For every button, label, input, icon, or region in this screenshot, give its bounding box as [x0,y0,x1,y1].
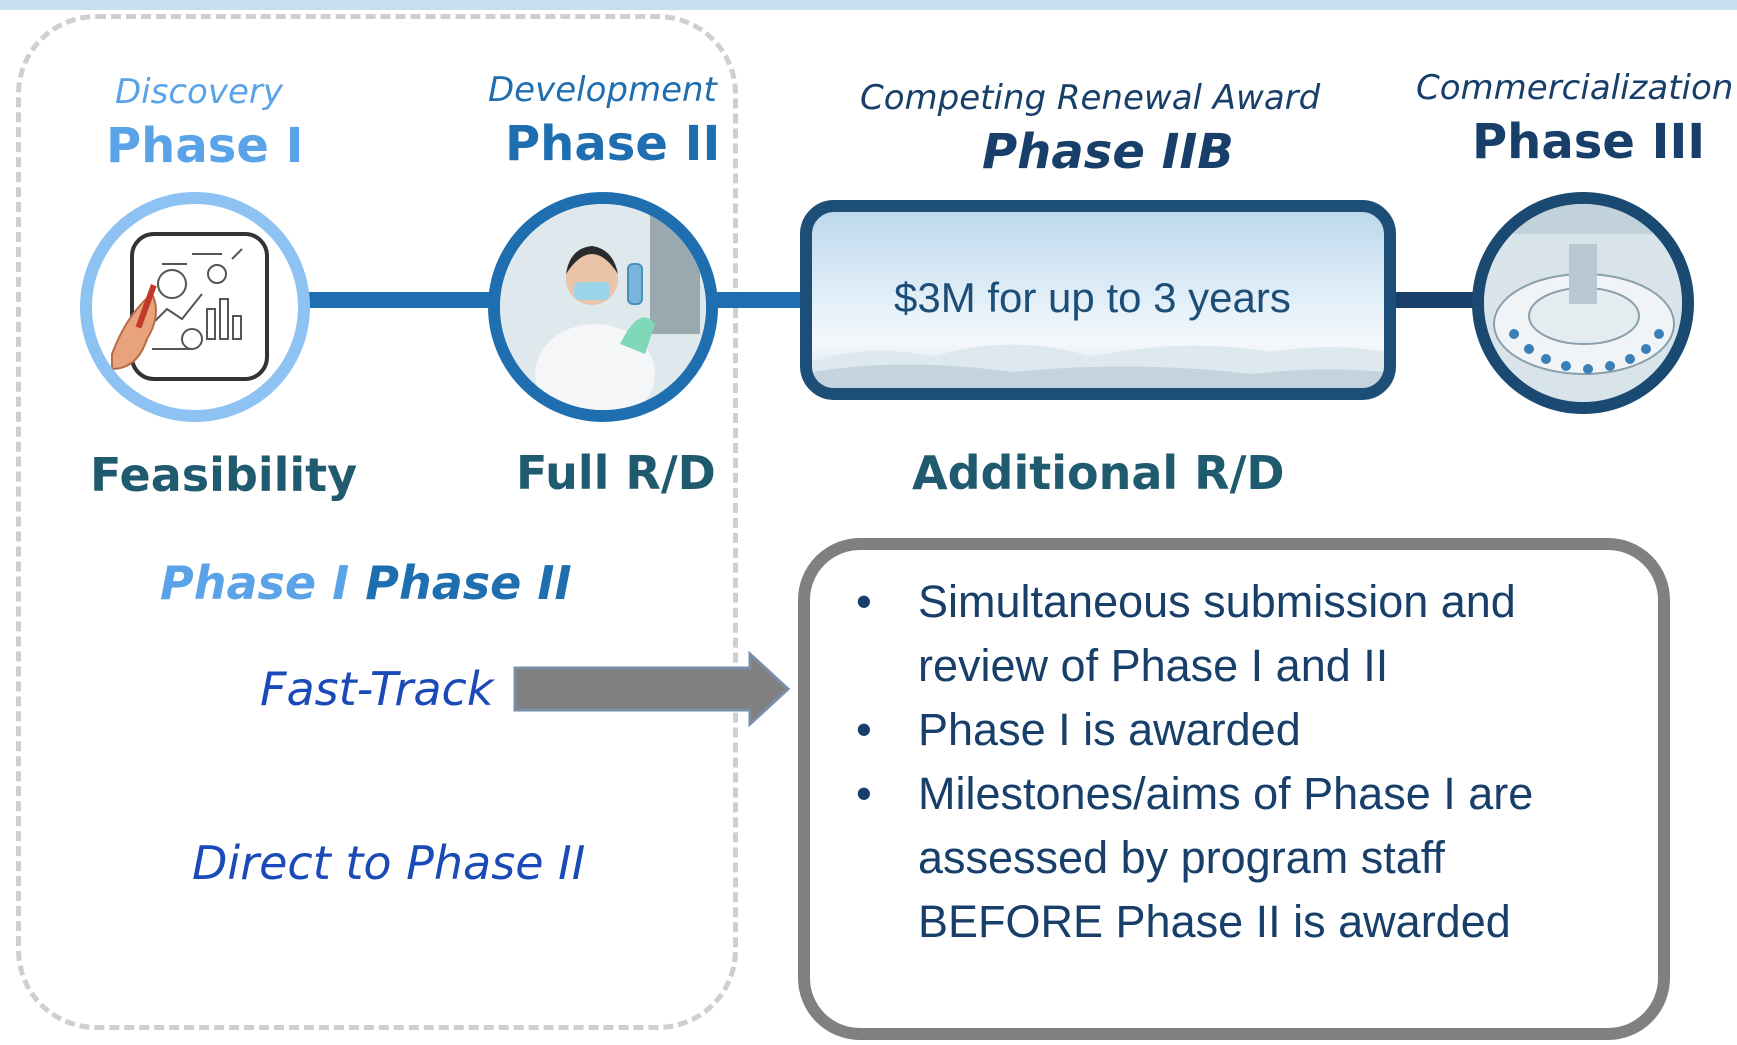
pathway-combo-phase2: Phase II [365,556,572,610]
phase2-label: Full R/D [516,446,716,500]
fast-track-detail-text: Phase I is awarded [918,704,1301,755]
fast-track-detail-item: • Phase I is awarded [856,698,1638,762]
fast-track-arrow [513,650,791,728]
phase3-commercial-image [1472,192,1694,414]
phase2-subtitle: Development [488,70,717,110]
phase2b-subtitle: Competing Renewal Award [860,78,1321,118]
bullet-glyph: • [856,704,872,755]
connector-phase2b-phase3 [1390,292,1480,308]
top-accent-bar [0,0,1737,10]
connector-phase2-phase2b [700,292,802,308]
phase2b-box-text: $3M for up to 3 years [894,274,1291,321]
phase1-subtitle: Discovery [115,72,283,112]
phase2b-label: Additional R/D [912,446,1285,500]
phase2-title: Phase II [505,116,721,172]
pathway-direct-to-phase2: Direct to Phase II [192,836,586,890]
fast-track-details-list: • Simultaneous submission and review of P… [856,570,1638,954]
fast-track-detail-text: Milestones/aims of Phase I are assessed … [918,768,1534,947]
bullet-glyph: • [856,576,872,627]
fast-track-detail-item: • Milestones/aims of Phase I are assessed… [856,762,1638,954]
pathway-fast-track: Fast-Track [260,662,494,716]
pathway-phase-combo: Phase I Phase II [160,556,572,610]
phase3-subtitle: Commercialization [1416,68,1734,108]
fast-track-details-box [798,538,1670,1040]
bullet-glyph: • [856,768,872,819]
phase-i-ii-group-outline [16,14,738,1030]
pathway-combo-phase1: Phase I [160,556,350,610]
phase3-title: Phase III [1472,114,1706,170]
phase2-lab-image [488,192,718,422]
connector-phase1-phase2 [300,292,500,308]
phase1-label: Feasibility [90,448,358,502]
phase2b-title: Phase IIB [982,124,1234,180]
phase1-title: Phase I [106,118,304,174]
fast-track-detail-text: Simultaneous submission and review of Ph… [918,576,1516,691]
phase1-feasibility-image [80,192,310,422]
phase2b-funding-box [800,200,1396,400]
fast-track-detail-item: • Simultaneous submission and review of P… [856,570,1638,698]
